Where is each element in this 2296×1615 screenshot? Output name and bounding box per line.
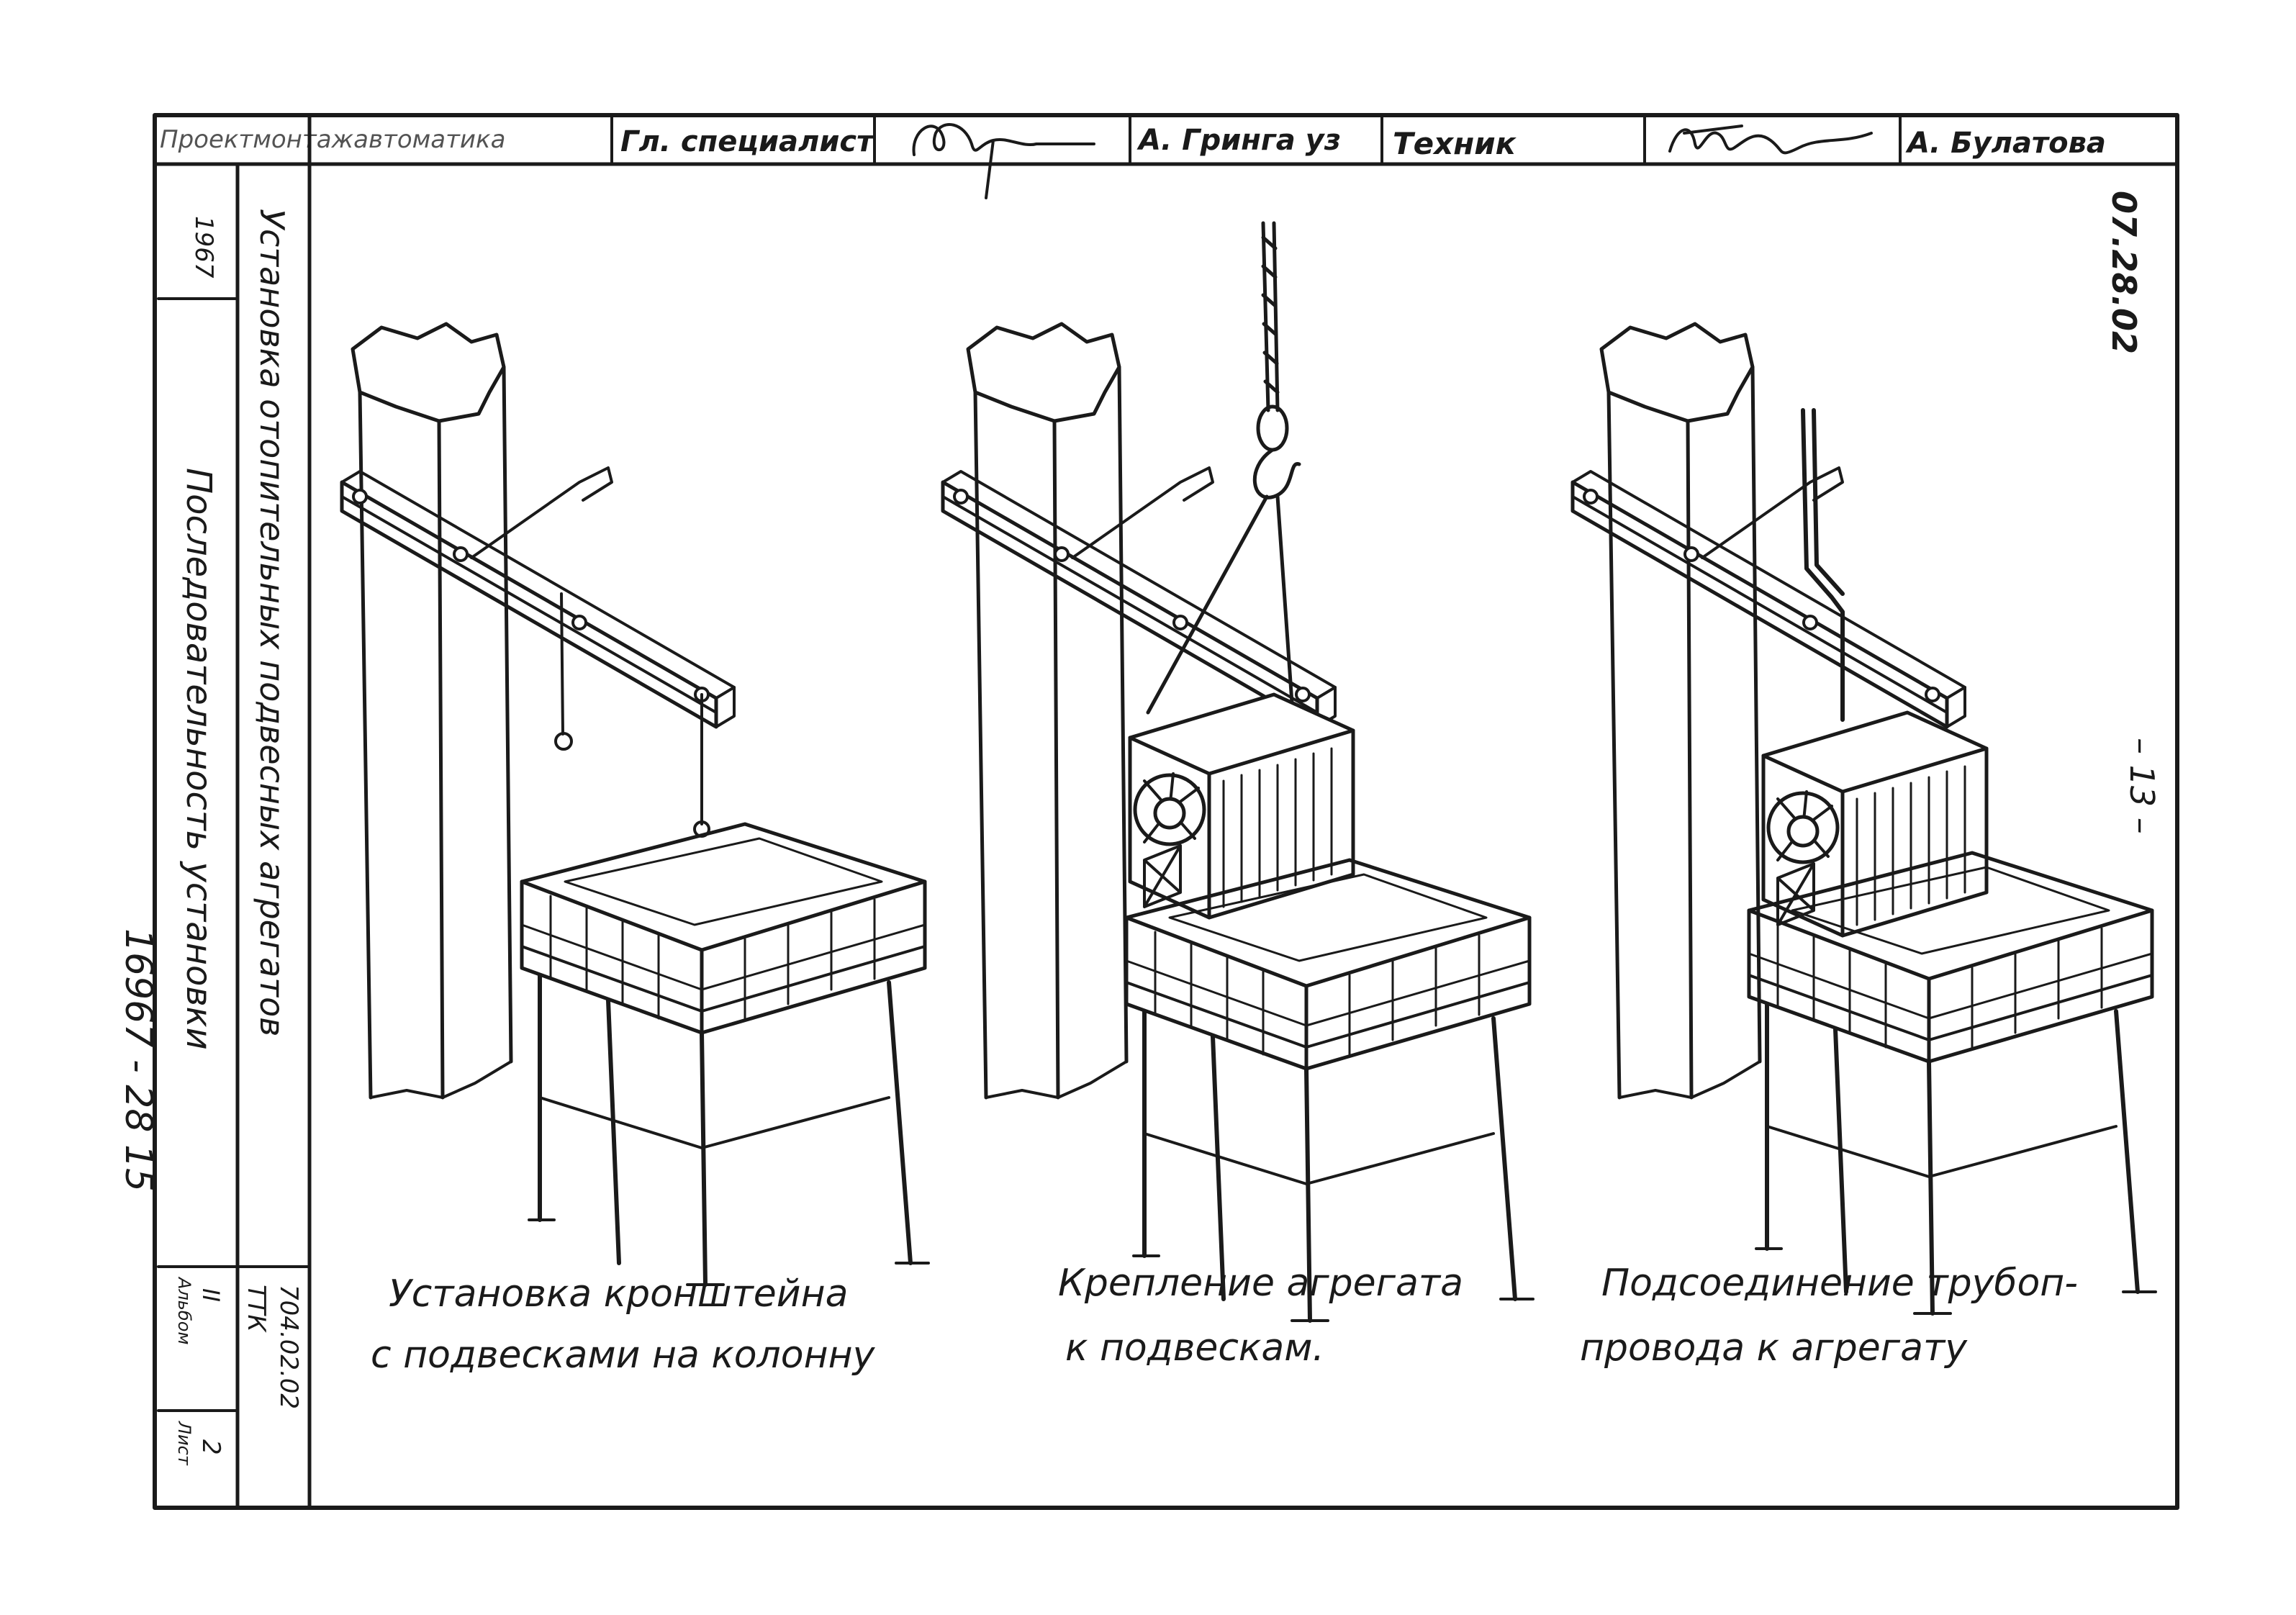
page-marker: – 13 – xyxy=(2123,738,2161,834)
step-3-illustration xyxy=(1573,324,2156,1313)
sheet-frame xyxy=(153,113,2179,1510)
role-label-2: Техник xyxy=(1393,126,1517,161)
step-1-caption-line-2: с подвесками на колонну xyxy=(371,1334,876,1377)
sheet-label: Лист xyxy=(174,1421,194,1466)
side-block: 1967 Установка отопительных подвесных аг… xyxy=(117,209,303,1466)
title-block: Проектмонтажавтоматика Гл. специалист А.… xyxy=(160,114,2106,199)
hanger-1 xyxy=(554,592,710,838)
bracket-3 xyxy=(1573,468,1965,727)
drawing-title: Установка отопительных подвесных агрегат… xyxy=(253,209,291,1036)
drawing-subtitle: Последовательность установки xyxy=(178,468,219,1050)
signature-1 xyxy=(912,123,1095,199)
year-label: 1967 xyxy=(189,216,218,279)
pipeline xyxy=(1801,408,1845,722)
ttk-label: ТТК xyxy=(242,1285,271,1334)
album-label: Альбом xyxy=(174,1276,194,1345)
column-2 xyxy=(968,324,1126,1098)
step-1-illustration xyxy=(342,324,928,1285)
step-1-caption-line-1: Установка кронштейна xyxy=(389,1272,848,1316)
step-2-caption-line-2: к подвескам. xyxy=(1065,1326,1324,1370)
archive-number: 16967 - 28 15 xyxy=(117,928,160,1192)
sheet-value: 2 xyxy=(196,1439,225,1455)
step-2-illustration xyxy=(943,221,1533,1321)
album-value: II xyxy=(197,1288,225,1302)
heater-unit-3 xyxy=(1763,712,1987,936)
name-1: А. Гринга уз xyxy=(1136,124,1341,157)
column-1 xyxy=(353,324,511,1098)
ttk-code: 704.02.02 xyxy=(274,1285,303,1409)
bracket-2 xyxy=(943,468,1335,727)
platform-2 xyxy=(1126,860,1533,1321)
bracket-1 xyxy=(342,468,734,727)
platform-1 xyxy=(522,824,928,1285)
document-number: 07.28.02 xyxy=(2105,191,2143,354)
role-label-1: Гл. специалист xyxy=(620,125,875,158)
step-3-caption-line-1: Подсоединение трубоп- xyxy=(1601,1262,2078,1305)
column-3 xyxy=(1601,324,1760,1098)
org-stamp: Проектмонтажавтоматика xyxy=(160,125,505,154)
step-3-caption-line-2: провода к агрегату xyxy=(1580,1326,1968,1370)
step-2-caption-line-1: Крепление агрегата xyxy=(1058,1262,1463,1305)
name-2: А. Булатова xyxy=(1905,127,2106,160)
signature-2 xyxy=(1668,125,1873,155)
